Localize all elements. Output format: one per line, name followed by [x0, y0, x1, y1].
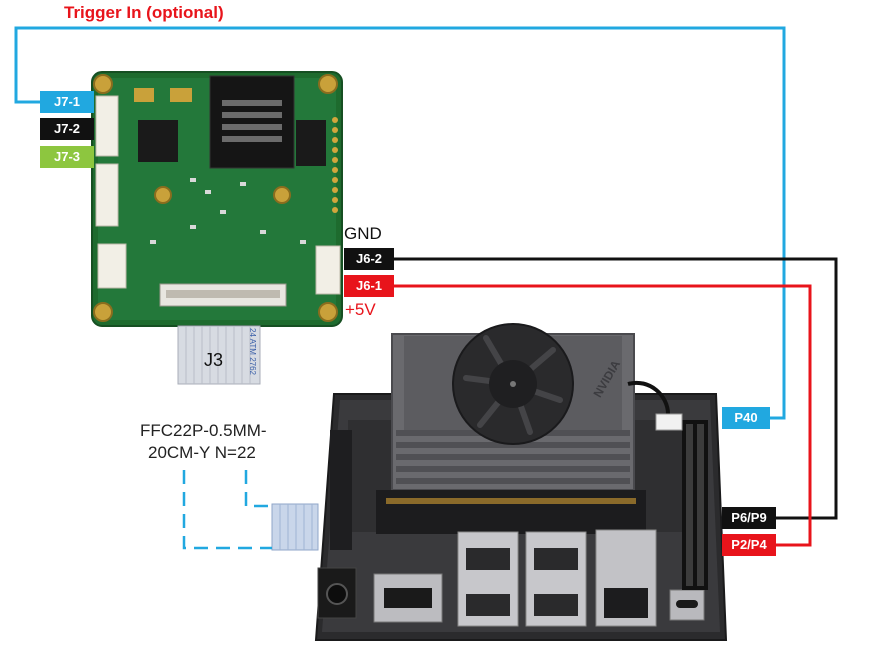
- trigger-in-label: Trigger In (optional): [64, 3, 224, 22]
- module-slot: [376, 490, 646, 534]
- power-wire: [394, 284, 812, 547]
- j6-1-tag: J6-1: [344, 275, 394, 297]
- p2-p4-tag: P2/P4: [722, 534, 776, 556]
- bridge-chip: [138, 120, 178, 162]
- j7-1-tag: J7-1: [40, 91, 94, 113]
- gnd-label: GND: [344, 224, 382, 243]
- ffc-print-text: 24 ATM 2762: [248, 328, 257, 376]
- trigger-wire: [14, 26, 786, 420]
- ffc-dashed-path: [182, 470, 272, 550]
- plus-5v-label: +5V: [345, 300, 376, 319]
- mount-hole: [318, 74, 338, 94]
- p40-tag: P40: [722, 407, 770, 429]
- j7-connector: [95, 95, 119, 157]
- usb-c-port: [669, 589, 705, 621]
- main-chip: [209, 75, 295, 169]
- mount-hole: [93, 302, 113, 322]
- j3-label: J3: [204, 350, 224, 370]
- gnd-wire: [394, 257, 838, 520]
- mount-hole: [93, 74, 113, 94]
- flash-chip: [296, 120, 326, 166]
- j7-2-tag: J7-2: [40, 118, 94, 140]
- ffc-cable-top: 24 ATM 2762: [177, 325, 261, 385]
- j6-2-tag: J6-2: [344, 248, 394, 270]
- cable-spec-line-2: 20CM-Y N=22: [148, 443, 256, 462]
- gpio-header: [682, 420, 708, 590]
- jetson-devkit: NVIDIA: [314, 323, 728, 641]
- cable-spec-line-1: FFC22P-0.5MM-: [140, 421, 267, 440]
- p6-p9-tag: P6/P9: [722, 507, 776, 529]
- ffc-cable-bottom: [271, 503, 319, 551]
- j7-3-tag: J7-3: [40, 146, 94, 168]
- j6-connector: [315, 245, 341, 295]
- camera-pcb: [91, 71, 343, 327]
- mount-hole: [318, 302, 338, 322]
